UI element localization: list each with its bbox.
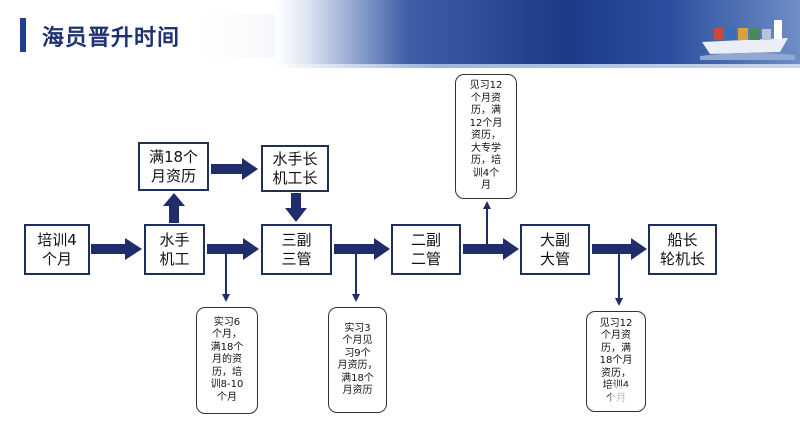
arrow-second-to-chief (463, 238, 519, 260)
second-requirement-note: 见习12 个月资 历，满 12个月 资历， 大专学 历，培 训4个 月 (455, 74, 517, 199)
arrow-training-to-sailor (91, 238, 142, 260)
third-requirement-note: 实习3 个月见 习9个 月资历， 满18个 月资历 (328, 307, 387, 413)
watermark-overlay (611, 386, 639, 408)
sailor-box: 水手 机工 (144, 224, 205, 275)
arrow-bosun-to-third (285, 193, 307, 222)
title-bar (0, 14, 290, 58)
header: 海员晋升时间 (0, 0, 800, 75)
ship-image (700, 20, 795, 60)
banner-stripe (275, 64, 800, 68)
chief-box: 大副 大管 (520, 224, 590, 275)
captain-box: 船长 轮机长 (648, 224, 717, 275)
sailor-requirement-note: 实习6 个月， 满18个 月的资 历，培 训8-10 个月 (196, 307, 258, 414)
third-box: 三副 三管 (261, 224, 332, 275)
training-box: 培训4 个月 (24, 224, 90, 275)
arrow-third-to-second (334, 238, 390, 260)
arrow-chief-to-captain (592, 238, 647, 260)
bosun-box: 水手长 机工长 (261, 145, 329, 192)
second-box: 二副 二管 (391, 224, 461, 275)
req18-box: 满18个 月资历 (138, 142, 209, 191)
arrow-sailor-to-third (207, 238, 259, 260)
arrow-sailor-to-req18 (163, 193, 185, 223)
page-title: 海员晋升时间 (42, 26, 181, 51)
title-accent (20, 18, 26, 52)
arrow-req18-to-bosun (211, 158, 258, 180)
